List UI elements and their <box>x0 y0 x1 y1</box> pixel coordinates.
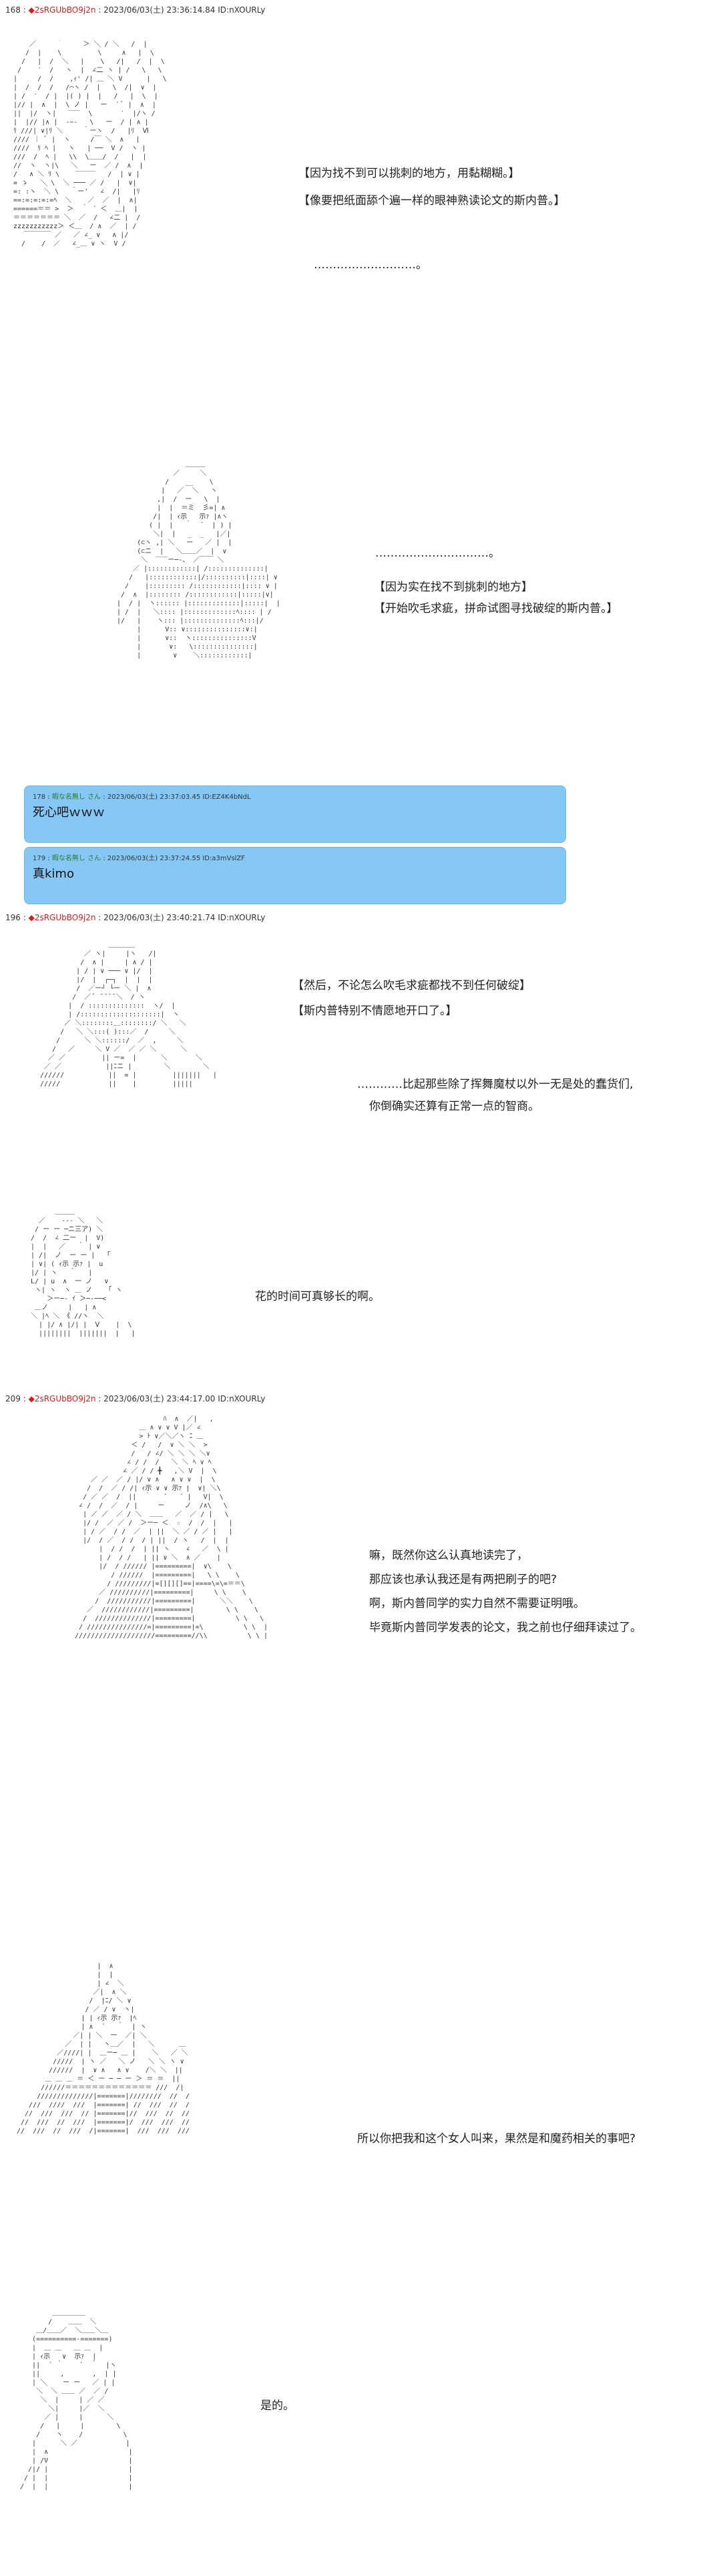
reply-meta: 178 : 暇な名無し さん : 2023/06/03(土) 23:37:03.… <box>33 791 251 801</box>
dialog-line: ………………………。 <box>314 258 427 272</box>
dialog-line: …………比起那些除了挥舞魔杖以外一无是处的蠢货们, <box>357 1078 634 1091</box>
reply-text: 真kimo <box>33 867 74 881</box>
post-number: 196 : <box>5 913 26 922</box>
ascii-art-witch-with-staff: ﾊ ∧ ／| , ＿ ∧ ∨ ∨ V |／ ∠ > ﾄ ∨／＼／ヽ ﾆ ＿ ＜ … <box>75 1415 268 1640</box>
dialog-line: 花的时间可真够长的啊。 <box>255 1290 380 1303</box>
dialog-line: 啊，斯内普同学的实力自然不需要证明哦。 <box>369 1597 585 1610</box>
post-header: 209 : ◆2sRGUbBO9j2n : 2023/06/03(土) 23:4… <box>5 1393 265 1404</box>
dialog-line: 【因为实在找不到挑刺的地方】 <box>374 581 533 594</box>
poster-name[interactable]: 2sRGUbBO9j2n <box>34 913 96 922</box>
dialog-line: 【开始吹毛求疵，拼命试图寻找破绽的斯内普。】 <box>374 602 618 615</box>
dialog-line: 所以你把我和这个女人叫来，果然是和魔药相关的事吧? <box>357 2132 636 2146</box>
ascii-art-snape-standing: | ∧ | | | ∠ ＼ ／| ∧ ＼ / |ﾆ/ ＼ ∨ / ／ / ∨ ヽ… <box>17 1963 190 2135</box>
reply-timestamp: : 2023/06/03(土) 23:37:24.55 ID:a3mVslZF <box>103 855 246 862</box>
dialog-line: …………………………。 <box>375 547 500 560</box>
ascii-art-snape-reluctant: ＿＿＿＿ ／ ヽ| |ヽ /| / ∧ | | ∧ / | | / | ∨ ──… <box>40 942 217 1088</box>
dialog-line: 那应该也承认我还是有两把刷子的吧? <box>369 1573 557 1586</box>
dialog-line: 毕竟斯内普同学发表的论文，我之前也仔细拜读过了。 <box>369 1621 642 1634</box>
post-meta: : 2023/06/03(土) 23:40:21.74 ID:nXOURLy <box>98 913 266 922</box>
ascii-art-snape-reading: ／ ｀ ＞ ＼ / ＼ / | / | \ \ ∧ | \ / | / ＼ | … <box>13 41 167 248</box>
reply-text: 死心吧ｗｗｗ <box>33 806 105 820</box>
reply-timestamp: : 2023/06/03(土) 23:37:03.45 ID:EZ4K4bNdL <box>103 793 251 801</box>
post-meta: : 2023/06/03(土) 23:36:14.84 ID:nXOURLy <box>98 5 266 15</box>
post-number: 168 : <box>5 5 26 15</box>
reply-post: 179 : 暇な名無し さん : 2023/06/03(土) 23:37:24.… <box>24 847 566 904</box>
reply-number: 178 : <box>33 793 50 801</box>
dialog-line: 你倒确实还算有正常一点的智商。 <box>369 1100 539 1113</box>
reply-post: 178 : 暇な名無し さん : 2023/06/03(土) 23:37:03.… <box>24 785 566 843</box>
post-meta: : 2023/06/03(土) 23:44:17.00 ID:nXOURLy <box>98 1394 266 1403</box>
dialog-line: 【然后，不论怎么吹毛求疵都找不到任何破绽】 <box>292 979 531 992</box>
poster-name[interactable]: 2sRGUbBO9j2n <box>34 5 96 15</box>
post-number: 209 : <box>5 1394 26 1403</box>
post-header: 196 : ◆2sRGUbBO9j2n : 2023/06/03(土) 23:4… <box>5 912 265 923</box>
dialog-line: 【像要把纸面舔个遍一样的眼神熟读论文的斯内普。】 <box>298 194 565 208</box>
post-header: 168 : ◆2sRGUbBO9j2n : 2023/06/03(土) 23:3… <box>5 4 265 15</box>
dialog-line: 【因为找不到可以挑刺的地方，用黏糊糊。】 <box>298 167 520 180</box>
reply-name[interactable]: 暇な名無し さん <box>51 793 101 801</box>
dialog-line: 嘛，既然你这么认真地读完了， <box>369 1549 528 1562</box>
reply-number: 179 : <box>33 855 50 862</box>
trip-diamond-icon: ◆ <box>28 5 35 15</box>
ascii-art-girl: ＿＿＿ ／ ‐‐‐ ＼ ＼ / ー ー ─ニ三ア) ＼ / / ∠ 二ー | V… <box>31 1209 136 1337</box>
ascii-art-snape-searching: ＿＿＿ ／ ＼ / __ \ | ／ ＼ ヽ ,| / ー \ | | | ＝ミ… <box>117 461 280 659</box>
reply-meta: 179 : 暇な名無し さん : 2023/06/03(土) 23:37:24.… <box>33 852 245 862</box>
reply-name[interactable]: 暇な名無し さん <box>51 855 101 862</box>
dialog-line: 【斯内普特别不情愿地开口了。】 <box>292 1004 457 1018</box>
ascii-art-witch-bust: ＿＿＿＿＿ / ＿＿ ＼ ＿/＿＿／ ＼＿＿＼＿ (==========-===… <box>20 2310 133 2491</box>
trip-diamond-icon: ◆ <box>28 1394 35 1403</box>
trip-diamond-icon: ◆ <box>28 913 35 922</box>
poster-name[interactable]: 2sRGUbBO9j2n <box>34 1394 96 1403</box>
dialog-line: 是的。 <box>260 2399 294 2412</box>
